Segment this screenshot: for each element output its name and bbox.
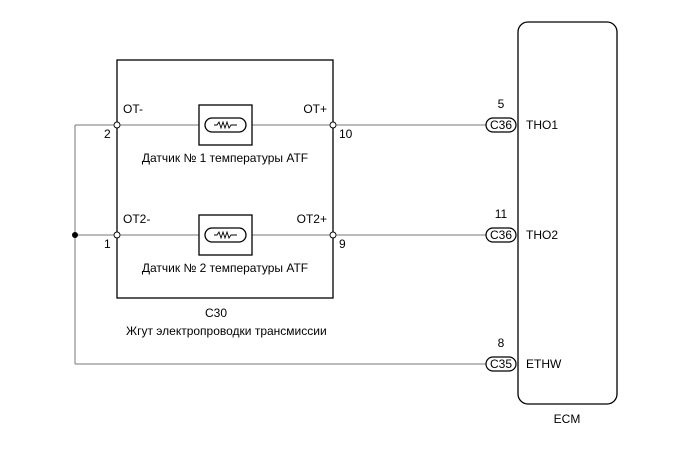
sensor-2-pos-pin: 9 (339, 237, 346, 251)
terminal-name: THO1 (526, 118, 558, 132)
harness-connector-id: C30 (205, 306, 227, 320)
sensor-1-box (198, 104, 253, 146)
terminal-pin-number: 11 (495, 207, 508, 221)
ecm-terminal-tho2: 11 C36 THO2 (485, 207, 558, 243)
ecm-box (517, 21, 618, 405)
connector-badge (485, 227, 517, 243)
resistor-zigzag-icon (214, 120, 237, 130)
sensor-1-neg-pin: 2 (104, 127, 111, 141)
sensor-1-neg-label: OT- (123, 102, 143, 116)
harness-caption: Жгут электропроводки трансмиссии (126, 324, 327, 338)
sensor-1-pos-label: OT+ (303, 102, 327, 116)
ecm-terminal-tho1: 5 C36 THO1 (485, 97, 558, 133)
pin-2-terminal (113, 121, 121, 129)
pin-10-terminal (329, 121, 337, 129)
pin-1-terminal (113, 231, 121, 239)
connector-id: C36 (490, 118, 512, 132)
sensor-1-pos-pin: 10 (339, 127, 353, 141)
sensor-2-pos-label: OT2+ (297, 212, 327, 226)
sensor-2: OT2- OT2+ 1 9 Датчик № 2 температуры ATF (104, 212, 346, 275)
ecm-label: ECM (554, 412, 581, 426)
sensor-2-neg-pin: 1 (104, 237, 111, 251)
sensor-2-box (198, 214, 253, 256)
thermistor-icon (204, 227, 247, 243)
resistor-zigzag-icon (214, 230, 237, 240)
connector-id: C36 (490, 228, 512, 242)
thermistor-icon (204, 117, 247, 133)
pin-9-terminal (329, 231, 337, 239)
ecm-terminal-ethw: 8 C35 ETHW (485, 336, 562, 372)
terminal-pin-number: 8 (498, 336, 505, 350)
terminal-pin-number: 5 (498, 97, 505, 111)
sensor-harness-box (116, 59, 334, 299)
terminal-name: ETHW (526, 357, 562, 371)
sensor-2-name: Датчик № 2 температуры ATF (142, 261, 308, 275)
sensor-1: OT- OT+ 2 10 Датчик № 1 температуры ATF (104, 102, 353, 165)
connector-badge (485, 356, 517, 372)
sensor-1-name: Датчик № 1 температуры ATF (142, 151, 308, 165)
junction-dot (72, 232, 78, 238)
connector-badge (485, 117, 517, 133)
terminal-name: THO2 (526, 228, 558, 242)
connector-id: C35 (490, 357, 512, 371)
sensor-2-neg-label: OT2- (123, 212, 150, 226)
